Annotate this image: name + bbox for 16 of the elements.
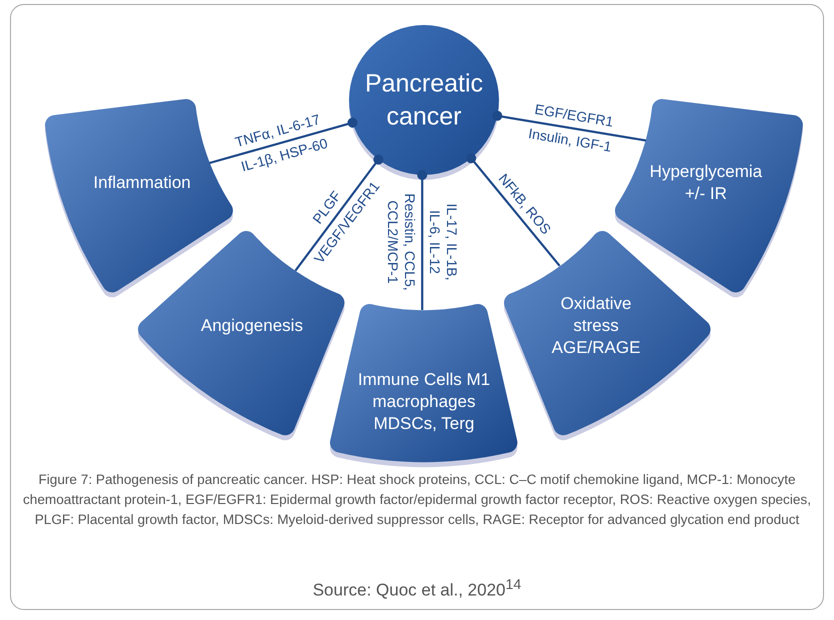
figure-caption: Figure 7: Pathogenesis of pancreatic cancer. HSP: Heat shock proteins, CCL: C–C motif chemokine ligand, MCP-1: Monocyte chemoattractant protein-1, EGF/EGFR1: Epidermal growth factor/epidermal growth factor receptor, ROS: Reactive oxygen species, PLGF: Placental growth factor, MDSCs: Myeloid-derived suppressor cells, RAGE: Receptor for advanced glycation end product	[22, 471, 812, 529]
source-note: Source: Quoc et al., 2020$^{14}$	[312, 577, 522, 601]
connector-line	[466, 153, 560, 266]
connector-line	[492, 110, 646, 142]
node-label: Angiogenesis	[200, 314, 304, 337]
fan-segment	[330, 304, 518, 467]
node-label: Immune Cells M1 macrophages MDSCs, Terg	[356, 368, 492, 436]
connector-line	[294, 154, 384, 272]
node-label: Inflammation	[92, 172, 192, 194]
node-label: Oxidative stress AGE/RAGE	[550, 292, 642, 359]
connector-line	[417, 170, 428, 310]
line-side-label: Resistin, CCL5, CCL2/MCP-1	[384, 192, 418, 294]
connector-line	[209, 118, 358, 164]
edge-label: IL-17, IL-1B, IL-6, IL-12	[426, 202, 460, 283]
node-label: Hyperglycemia +/- IR	[648, 160, 764, 205]
node-label: Pancreatic cancer	[364, 68, 484, 132]
